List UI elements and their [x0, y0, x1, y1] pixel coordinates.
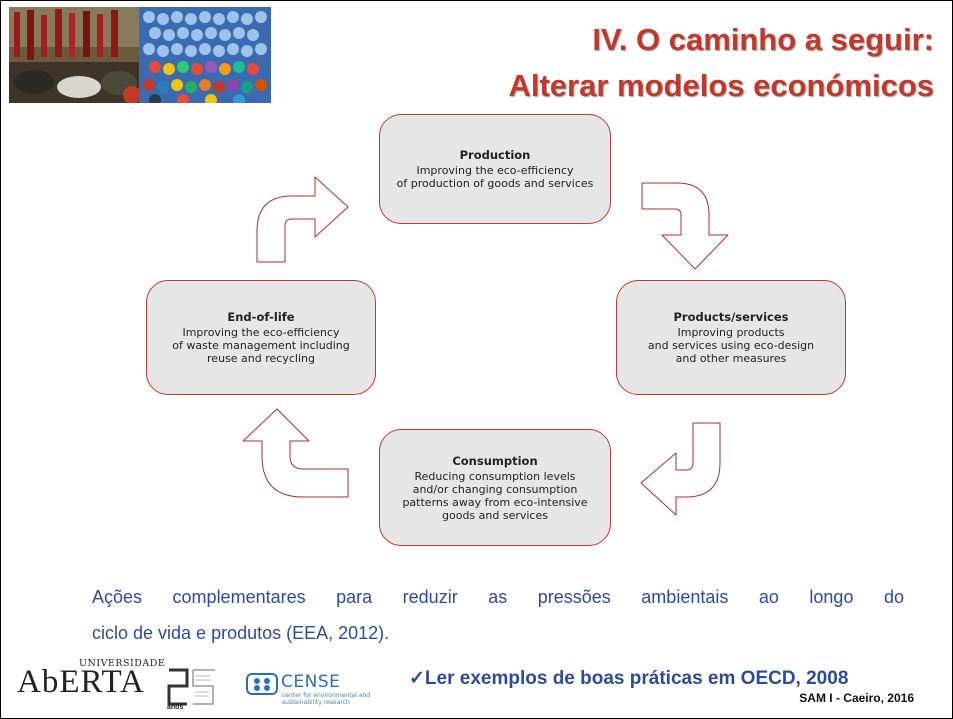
box-production-text: Improving the eco-efficiency of producti… [396, 164, 594, 190]
cense-logo: CENSE center for environmental and susta… [246, 672, 376, 713]
box-consumption-title: Consumption [452, 453, 538, 468]
universidade-aberta-logo: UNIVERSIDADE AbERTA anos [17, 658, 217, 714]
box-endoflife-title: End-of-life [227, 310, 295, 324]
logo-university-name: AbERTA [17, 664, 145, 700]
box-end-of-life: End-of-life Improving the eco-efficiency… [146, 280, 376, 395]
box-production-title: Production [459, 148, 531, 162]
box-production: Production Improving the eco-efficiency … [379, 114, 611, 224]
slide-credit: SAM I - Caeiro, 2016 [799, 691, 914, 705]
arrow-products-to-consumption [640, 422, 721, 516]
arrow-endoflife-to-production [256, 176, 349, 263]
header-photo [9, 7, 271, 103]
box-products-services: Products/services Improving products and… [616, 280, 846, 395]
caption-line-1: Ações complementares para reduzir as pre… [92, 587, 904, 607]
cense-subtitle: center for environmental and sustainabil… [282, 692, 371, 706]
box-consumption-text: Reducing consumption levels and/or chang… [402, 469, 588, 522]
caption-line-2: ciclo de vida e produtos (EEA, 2012). [92, 623, 390, 643]
anniversary-label: anos [167, 704, 184, 711]
anniversary-25-icon [167, 668, 215, 706]
title-line-2: Alterar modelos económicos [508, 68, 934, 103]
reading-note: ✓Ler exemplos de boas práticas em OECD, … [409, 668, 849, 689]
box-endoflife-text: Improving the eco-efficiency of waste ma… [172, 326, 350, 365]
cense-mark-icon [246, 673, 278, 695]
box-products-title: Products/services [673, 310, 789, 324]
box-products-text: Improving products and services using ec… [647, 326, 815, 365]
box-consumption: Consumption Reducing consumption levels … [379, 429, 611, 546]
arrow-production-to-products [641, 182, 729, 270]
arrow-consumption-to-endoflife [242, 408, 349, 498]
title-line-1: IV. O caminho a seguir: [592, 22, 934, 57]
slide-title: IV. O caminho a seguir: Alterar modelos … [508, 17, 934, 109]
logo-university-small: UNIVERSIDADE [79, 658, 166, 669]
cense-name: CENSE [281, 672, 341, 692]
